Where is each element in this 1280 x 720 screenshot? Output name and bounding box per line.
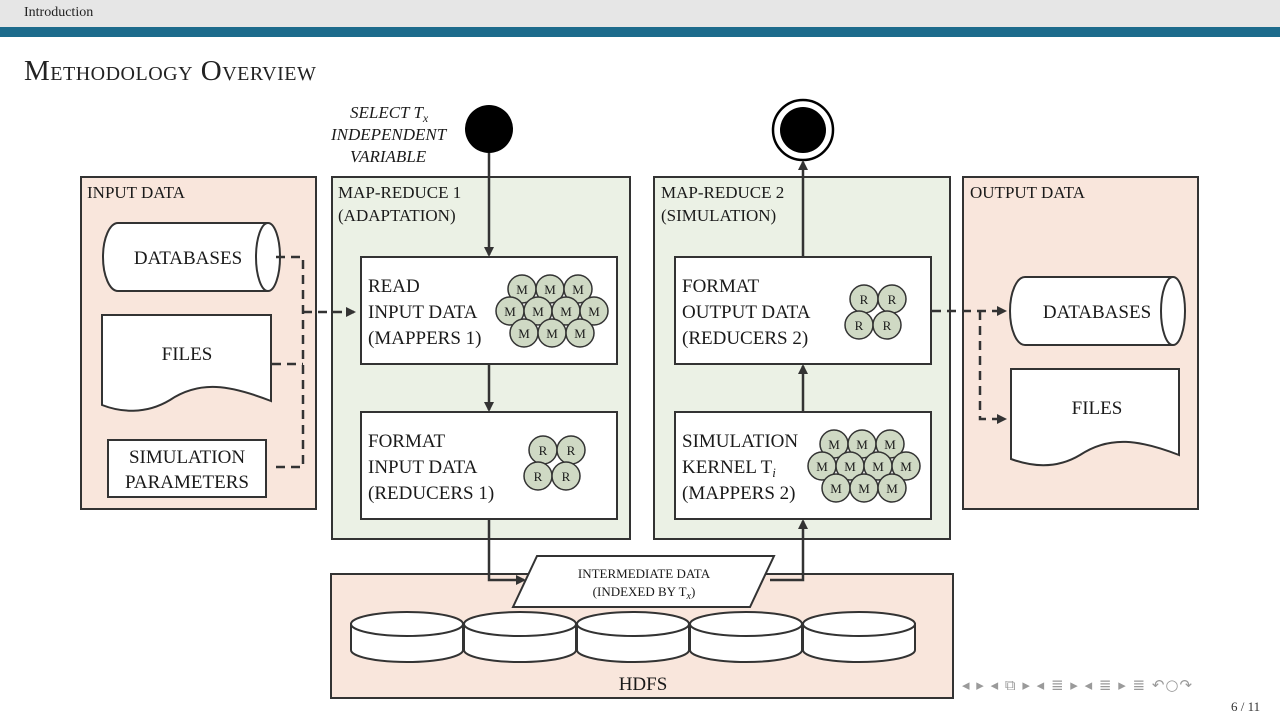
flow-arrows [484, 153, 808, 585]
hdfs-disks [350, 611, 916, 663]
reducer-letter: R [534, 469, 543, 484]
read-label-1: READ [368, 276, 420, 297]
mapper-node [877, 473, 907, 503]
header-stripe [0, 27, 1280, 37]
reducer-letter: R [855, 318, 864, 333]
mapper-letter: M [900, 459, 912, 474]
mapper-letter: M [886, 481, 898, 496]
mapper-letter: M [884, 437, 896, 452]
mr2-title-1: MAP-REDUCE 2 [661, 183, 784, 202]
hdfs-disk-top [802, 611, 916, 637]
section-title: Introduction [24, 5, 94, 20]
mapper-letter: M [574, 326, 586, 341]
input-databases-label: DATABASES [134, 248, 242, 269]
slide-title: Methodology Overview [24, 55, 317, 87]
reducer-letter: R [539, 443, 548, 458]
start-label-line-2: INDEPENDENT [330, 125, 448, 144]
mapper-node [579, 296, 609, 326]
reducer-letter: R [562, 469, 571, 484]
mapper-letter: M [844, 459, 856, 474]
format-out-label-3: (REDUCERS 2) [682, 328, 808, 349]
output-files-document [1010, 368, 1180, 467]
format-out-label-2: OUTPUT DATA [682, 302, 811, 323]
mapper-letter: M [546, 326, 558, 341]
intermediate-label-2: (INDEXED BY Tx) [593, 584, 696, 602]
mr1-title-2: (ADAPTATION) [338, 206, 456, 225]
output-dashed-connectors [932, 306, 1007, 424]
mapper-letter: M [828, 437, 840, 452]
beamer-navigation[interactable]: ◂ ▸ ◂ ⧉ ▸ ◂ ≣ ▸ ◂ ≣ ▸ ≣ ↶○↷ [962, 676, 1194, 694]
mapper-letter: M [504, 304, 516, 319]
reducer-node [872, 310, 902, 340]
page-number: 6 / 11 [1231, 699, 1261, 714]
mapper-letter: M [858, 481, 870, 496]
output-panel-title: OUTPUT DATA [970, 183, 1086, 202]
output-databases-label: DATABASES [1043, 302, 1151, 323]
hdfs-label: HDFS [619, 674, 668, 695]
mapper-node [565, 318, 595, 348]
hdfs-disk-top [576, 611, 690, 637]
hdfs-disk-top [350, 611, 464, 637]
hdfs-disk-top [689, 611, 803, 637]
sim-params-label-2: PARAMETERS [125, 472, 249, 493]
mapper-letter: M [532, 304, 544, 319]
start-label-line-3: VARIABLE [350, 147, 427, 166]
reducer-letter: R [883, 318, 892, 333]
start-label-line-1: SELECT Tx [350, 103, 429, 125]
read-label-2: INPUT DATA [368, 302, 478, 323]
mapper-letter: M [544, 282, 556, 297]
end-node [780, 107, 826, 153]
output-databases-cylinder-end [1160, 276, 1174, 346]
mapper-letter: M [830, 481, 842, 496]
intermediate-data-shape [511, 555, 776, 608]
input-databases-cylinder-end [255, 222, 269, 292]
format-out-label-1: FORMAT [682, 276, 759, 297]
mapper-letter: M [816, 459, 828, 474]
mapper-letter: M [572, 282, 584, 297]
sim-kernel-label-3: (MAPPERS 2) [682, 483, 796, 504]
mapper-letter: M [560, 304, 572, 319]
format-in-label-3: (REDUCERS 1) [368, 483, 494, 504]
mapper-node [891, 451, 921, 481]
read-label-3: (MAPPERS 1) [368, 328, 482, 349]
mapper-letter: M [516, 282, 528, 297]
format-in-label-1: FORMAT [368, 431, 445, 452]
input-files-label: FILES [162, 344, 213, 365]
input-dashed-connectors [270, 255, 356, 469]
mapper-letter: M [872, 459, 884, 474]
sim-kernel-label-1: SIMULATION [682, 431, 798, 452]
input-files-document [101, 314, 272, 412]
mr2-title-2: (SIMULATION) [661, 206, 776, 225]
sim-params-label-1: SIMULATION [129, 447, 245, 468]
output-files-label: FILES [1072, 398, 1123, 419]
mapper-letter: M [588, 304, 600, 319]
start-node [465, 105, 513, 153]
reducer-letter: R [888, 292, 897, 307]
top-bar: Introduction [0, 0, 1280, 27]
input-panel-title: INPUT DATA [87, 183, 186, 202]
sim-kernel-label-2: KERNEL Ti [682, 457, 776, 480]
mapper-letter: M [856, 437, 868, 452]
hdfs-disk-top [463, 611, 577, 637]
intermediate-label-1: INTERMEDIATE DATA [578, 566, 711, 581]
simulation-parameters-box [107, 439, 267, 498]
format-in-label-2: INPUT DATA [368, 457, 478, 478]
mapper-letter: M [518, 326, 530, 341]
reducer-node [551, 461, 581, 491]
mr1-title-1: MAP-REDUCE 1 [338, 183, 461, 202]
reducer-letter: R [567, 443, 576, 458]
reducer-letter: R [860, 292, 869, 307]
